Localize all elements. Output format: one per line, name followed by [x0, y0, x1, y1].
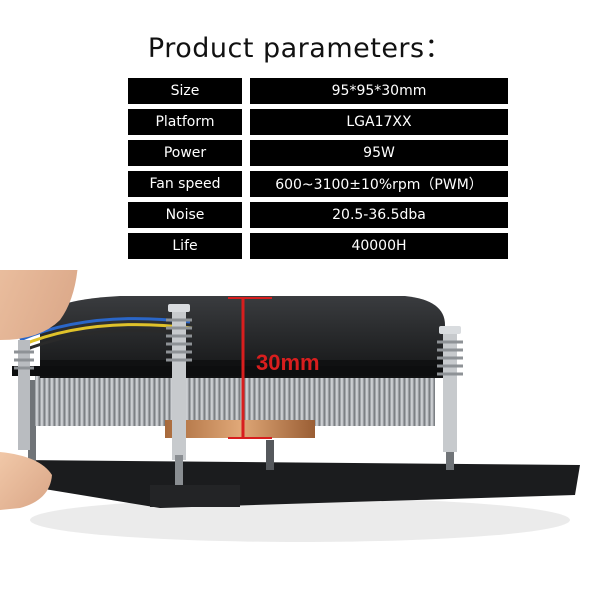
param-label-noise: Noise: [128, 202, 242, 228]
param-label-platform: Platform: [128, 109, 242, 135]
param-value-fan-speed: 600~3100±10%rpm（PWM）: [250, 171, 508, 197]
parameters-table: Size 95*95*30mm Platform LGA17XX Power 9…: [128, 78, 508, 259]
param-value-size: 95*95*30mm: [250, 78, 508, 104]
cpu-cooler-photo: [0, 270, 580, 542]
param-value-life: 40000H: [250, 233, 508, 259]
param-label-size: Size: [128, 78, 242, 104]
height-dimension-label: 30mm: [256, 350, 320, 375]
param-label-life: Life: [128, 233, 242, 259]
param-label-fan-speed: Fan speed: [128, 171, 242, 197]
param-value-noise: 20.5-36.5dba: [250, 202, 508, 228]
param-label-power: Power: [128, 140, 242, 166]
param-value-power: 95W: [250, 140, 508, 166]
param-value-platform: LGA17XX: [250, 109, 508, 135]
page-title: Product parameters：: [147, 33, 453, 64]
